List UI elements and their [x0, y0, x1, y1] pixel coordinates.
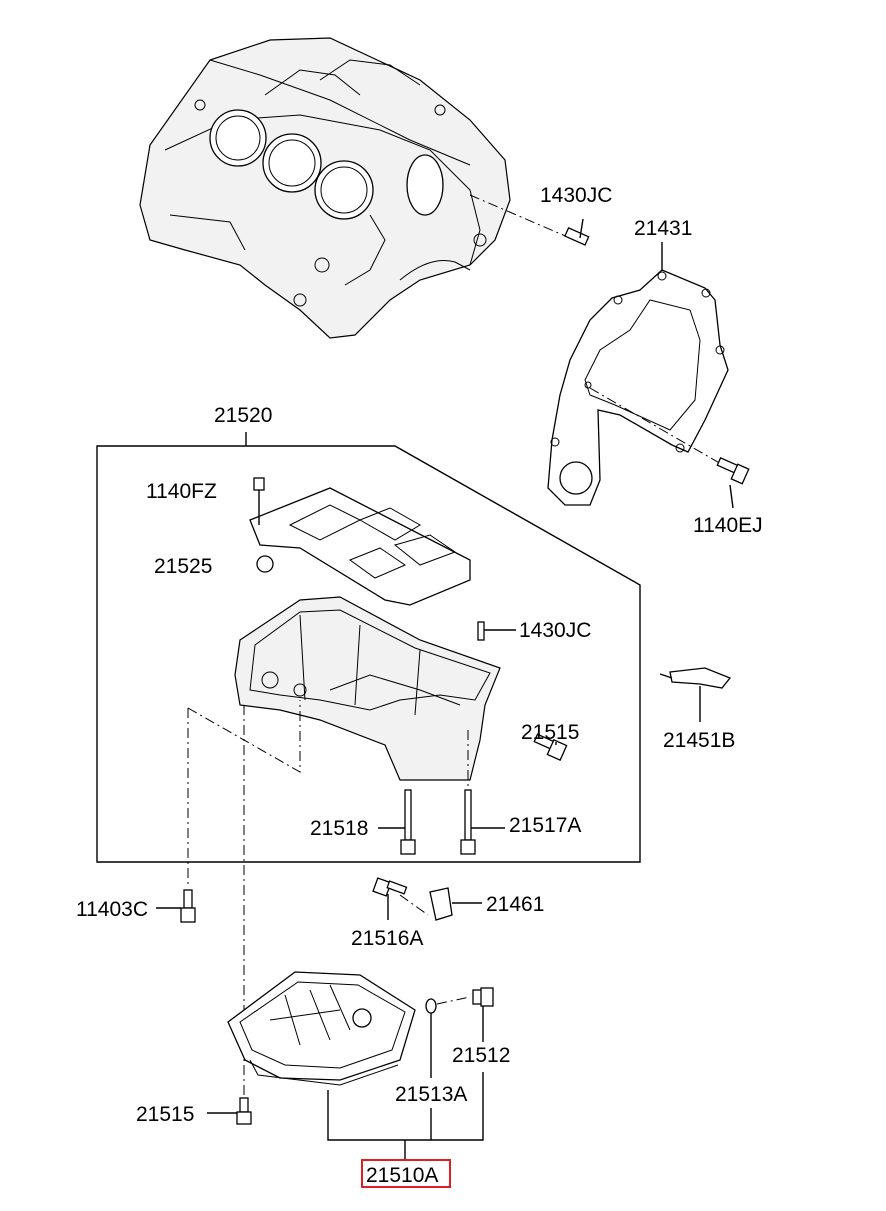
label-21525[interactable]: 21525 [154, 555, 212, 578]
bolt-11403C [156, 889, 196, 923]
drain-plug [472, 987, 494, 1042]
assembly-bracket [327, 1072, 484, 1160]
dowel-pin-top [469, 194, 590, 246]
label-21515-mid[interactable]: 21515 [521, 721, 579, 744]
label-21513A[interactable]: 21513A [395, 1083, 467, 1106]
label-11403C[interactable]: 11403C [76, 898, 148, 921]
lower-oil-pan-illustration [227, 971, 416, 1086]
sub-assembly-frame [96, 432, 641, 863]
sealant-tube-illustration [659, 667, 732, 722]
label-21517A[interactable]: 21517A [509, 814, 581, 837]
label-21512[interactable]: 21512 [452, 1044, 510, 1067]
label-1140EJ[interactable]: 1140EJ [693, 514, 763, 537]
label-21451B[interactable]: 21451B [663, 729, 735, 752]
baffle-plate-illustration [249, 477, 471, 606]
drain-washer [425, 996, 471, 1078]
label-21510A[interactable]: 21510A [366, 1164, 438, 1187]
label-21515-bottom[interactable]: 21515 [136, 1103, 194, 1126]
engine-block-illustration [139, 37, 511, 339]
selected-part-highlight [361, 1159, 451, 1188]
long-bolts [378, 730, 505, 855]
upper-oil-pan-illustration [234, 596, 516, 781]
bolt-21515-bottom [207, 1097, 252, 1125]
label-1140FZ[interactable]: 1140FZ [146, 480, 217, 503]
rear-plate-illustration [547, 242, 729, 506]
label-1430JC-mid[interactable]: 1430JC [519, 619, 591, 642]
label-21431[interactable]: 21431 [634, 217, 692, 240]
label-21520[interactable]: 21520 [214, 404, 272, 427]
label-1430JC-top[interactable]: 1430JC [540, 184, 612, 207]
label-21518[interactable]: 21518 [310, 817, 368, 840]
label-21461[interactable]: 21461 [486, 893, 544, 916]
cover-21461 [429, 887, 482, 921]
bolt-1140EJ [589, 387, 750, 509]
label-21516A[interactable]: 21516A [351, 927, 423, 950]
bolt-21516A [372, 877, 429, 920]
bolt-21515-mid [533, 733, 568, 762]
